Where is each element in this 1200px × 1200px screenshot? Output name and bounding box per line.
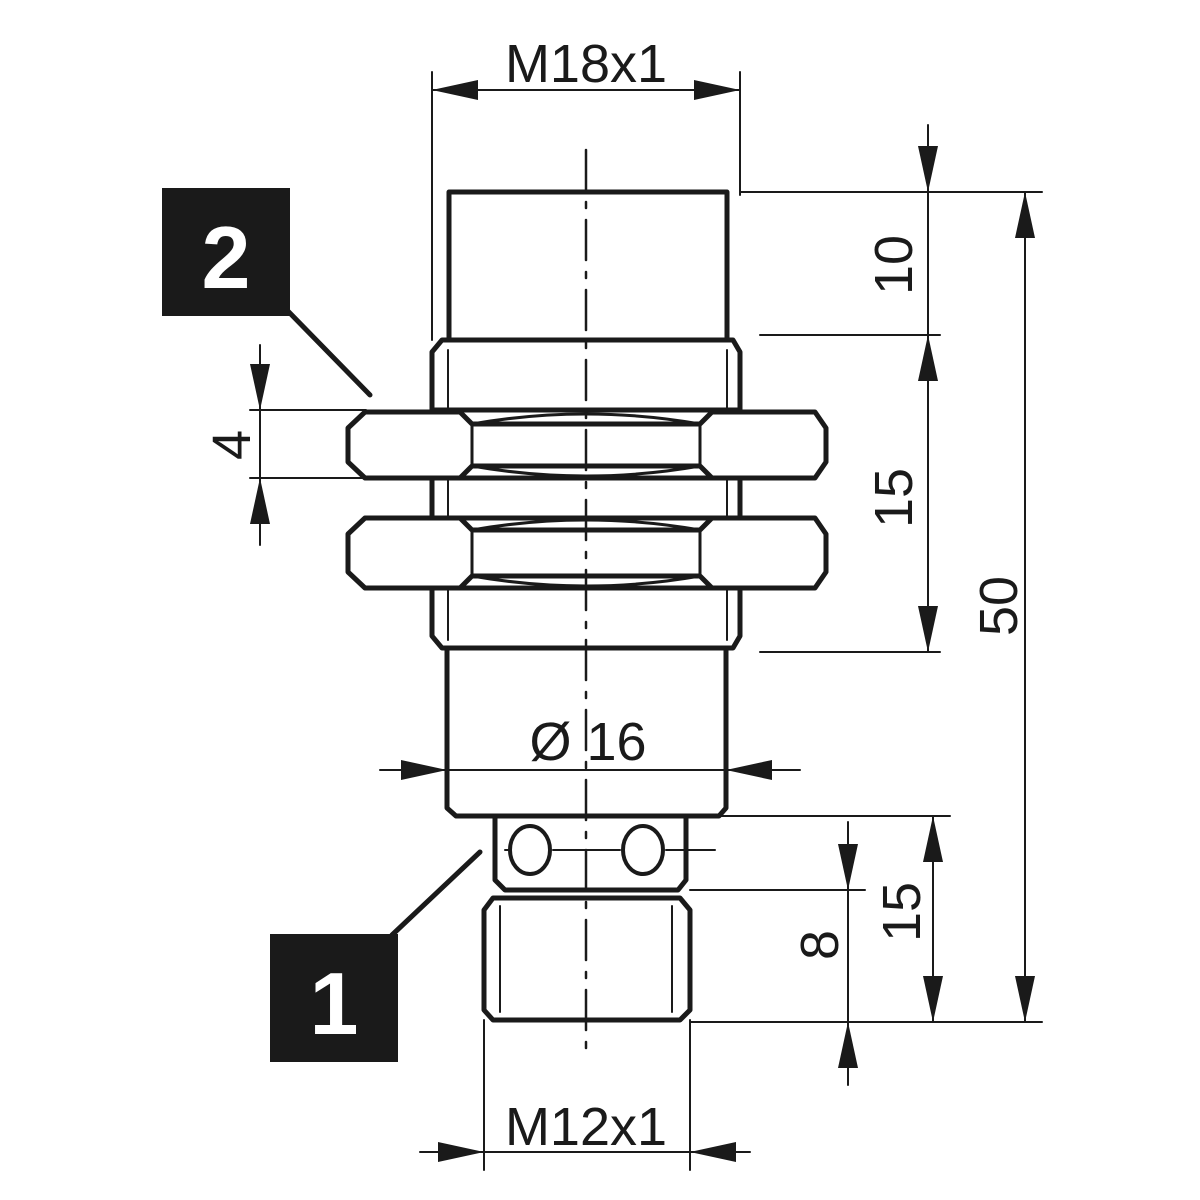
dim-text-4: 4: [202, 430, 262, 460]
sensing-head: [446, 189, 730, 343]
dim-text-8: 8: [790, 930, 850, 960]
dim-text-50: 50: [969, 576, 1029, 636]
callout-1: 1: [270, 934, 398, 1062]
dim-text-m12: M12x1: [505, 1097, 667, 1157]
connector-neck: [492, 813, 716, 893]
dimension-lines: [250, 80, 1035, 1162]
callout-1-label: 1: [310, 954, 359, 1053]
dim-text-15-upper: 15: [864, 468, 924, 528]
dim-text-10: 10: [864, 235, 924, 295]
extension-lines: [249, 71, 1043, 1171]
callout-2-leader: [279, 302, 373, 398]
led-window-left: [508, 824, 552, 876]
callout-2: 2: [162, 188, 290, 316]
smooth-body-d16: [444, 647, 729, 819]
callout-2-label: 2: [202, 208, 251, 307]
dim-text-d16: Ø 16: [529, 712, 646, 772]
connector-thread-m12: [481, 895, 693, 1023]
callout-1-leader: [389, 849, 483, 938]
led-window-right: [621, 824, 665, 876]
dim-text-m18: M18x1: [505, 34, 667, 94]
dim-text-15-lower: 15: [872, 882, 932, 942]
